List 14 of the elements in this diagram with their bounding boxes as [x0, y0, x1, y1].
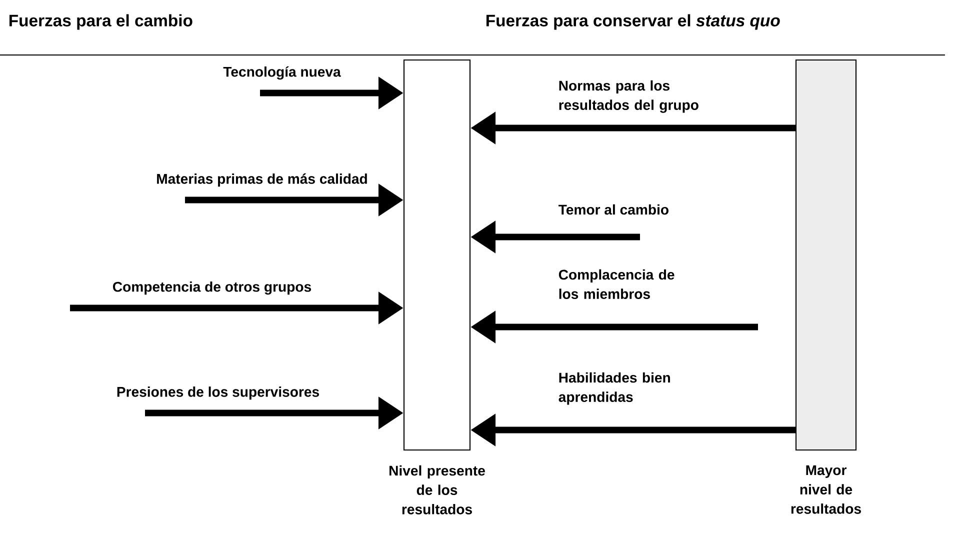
- node-label: Nivel presente de los resultados: [390, 465, 485, 514]
- heading: Fuerzas para conservar el status quo: [486, 14, 780, 30]
- stippled-bar: [795, 59, 857, 451]
- force-label: Tecnología nueva: [223, 66, 341, 80]
- force-label: Complacencia de los miembros: [558, 269, 674, 299]
- force-label: Habilidades bien aprendidas: [558, 372, 670, 405]
- level-bar: [403, 59, 471, 451]
- force-label: Temor al cambio: [558, 204, 668, 215]
- heading: Fuerzas para el cambio: [9, 14, 192, 30]
- force-label: Presiones de los supervisores: [117, 386, 319, 400]
- force-label: Normas para los resultados del grupo: [559, 80, 698, 113]
- force-label: Competencia de otros grupos: [113, 281, 312, 295]
- node-label: Mayor nivel de resultados: [791, 465, 861, 514]
- force-label: Materias primas de más calidad: [157, 173, 367, 187]
